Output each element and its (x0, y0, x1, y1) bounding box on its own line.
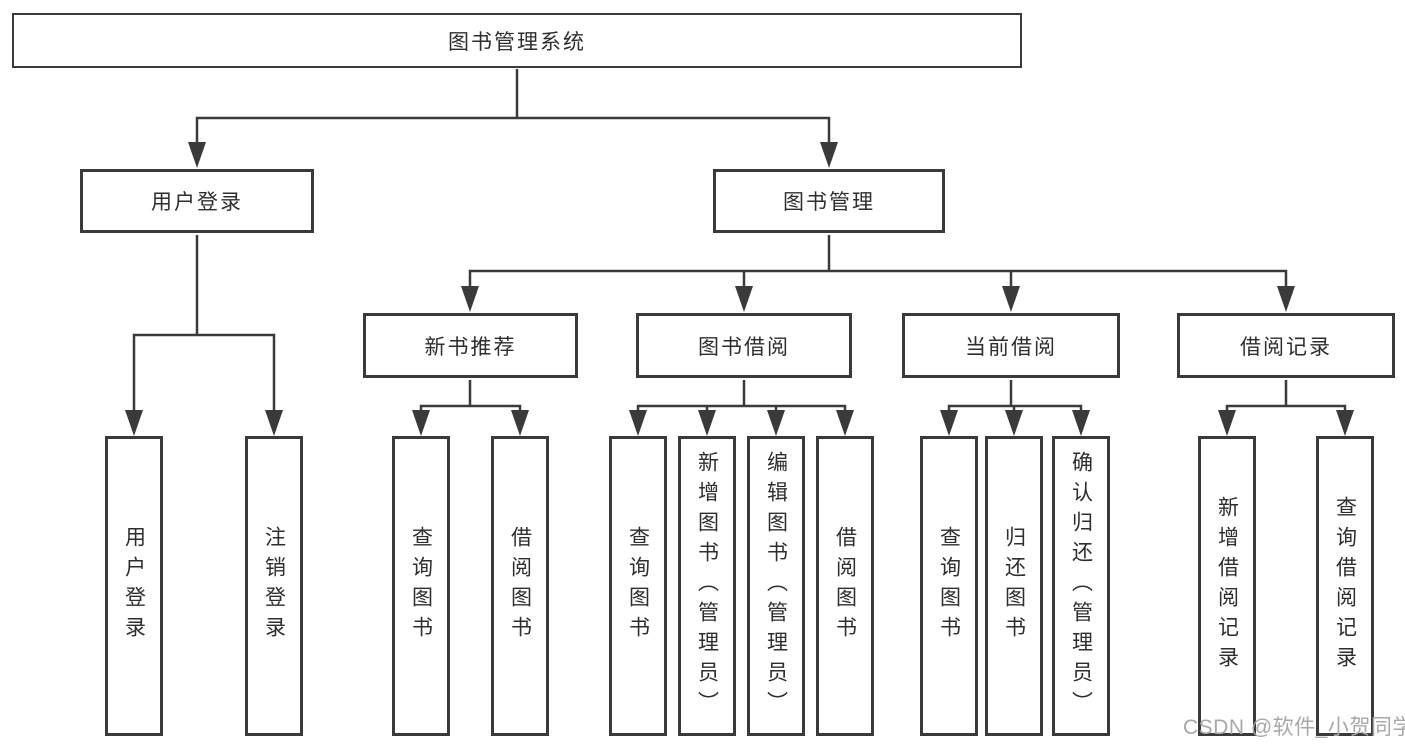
node-book-management-label: 图书管理 (783, 191, 875, 214)
leaf-confirm-return-admin: 确认归还（管理员） (1052, 436, 1110, 736)
leaf-add-book-admin-label: 新增图书（管理员） (695, 451, 719, 721)
watermark: CSDN @软件_小贺同学 (1183, 716, 1405, 739)
leaf-query-books-borrowing: 查询图书 (609, 436, 667, 736)
leaf-return-books: 归还图书 (985, 436, 1043, 736)
leaf-edit-book-admin-label: 编辑图书（管理员） (764, 451, 788, 721)
node-current-borrowing-label: 当前借阅 (965, 335, 1057, 359)
leaf-borrow-books-recommend-label: 借阅图书 (508, 526, 532, 646)
leaf-borrow-books-borrowing: 借阅图书 (816, 436, 874, 736)
leaf-logout-label: 注销登录 (262, 526, 286, 646)
node-current-borrowing: 当前借阅 (902, 313, 1120, 378)
leaf-query-books-borrowing-label: 查询图书 (626, 526, 650, 646)
leaf-add-borrow-record: 新增借阅记录 (1198, 436, 1256, 736)
node-borrowing-records-label: 借阅记录 (1240, 335, 1332, 359)
leaf-logout: 注销登录 (245, 436, 303, 736)
leaf-confirm-return-admin-label: 确认归还（管理员） (1069, 451, 1093, 721)
leaf-query-borrow-record: 查询借阅记录 (1316, 436, 1374, 736)
node-root-label: 图书管理系统 (448, 30, 586, 54)
node-new-book-recommend-label: 新书推荐 (424, 335, 517, 359)
leaf-add-book-admin: 新增图书（管理员） (678, 436, 736, 736)
node-root: 图书管理系统 (12, 13, 1022, 68)
node-book-borrowing: 图书借阅 (636, 313, 852, 378)
leaf-user-login-label: 用户登录 (122, 526, 146, 646)
leaf-query-books-recommend: 查询图书 (392, 436, 450, 736)
leaf-borrow-books-recommend: 借阅图书 (491, 436, 549, 736)
node-user-login-label: 用户登录 (151, 191, 243, 214)
node-new-book-recommend: 新书推荐 (363, 313, 578, 378)
leaf-query-books-current-label: 查询图书 (937, 526, 961, 646)
leaf-query-borrow-record-label: 查询借阅记录 (1333, 496, 1357, 676)
node-book-management: 图书管理 (713, 169, 945, 233)
leaf-user-login: 用户登录 (105, 436, 163, 736)
leaf-return-books-label: 归还图书 (1002, 526, 1026, 646)
leaf-query-books-current: 查询图书 (920, 436, 978, 736)
node-book-borrowing-label: 图书借阅 (698, 335, 790, 359)
node-borrowing-records: 借阅记录 (1177, 313, 1395, 378)
leaf-query-books-recommend-label: 查询图书 (409, 526, 433, 646)
leaf-add-borrow-record-label: 新增借阅记录 (1215, 496, 1239, 676)
node-user-login: 用户登录 (80, 169, 314, 233)
leaf-borrow-books-borrowing-label: 借阅图书 (833, 526, 857, 646)
leaf-edit-book-admin: 编辑图书（管理员） (747, 436, 805, 736)
